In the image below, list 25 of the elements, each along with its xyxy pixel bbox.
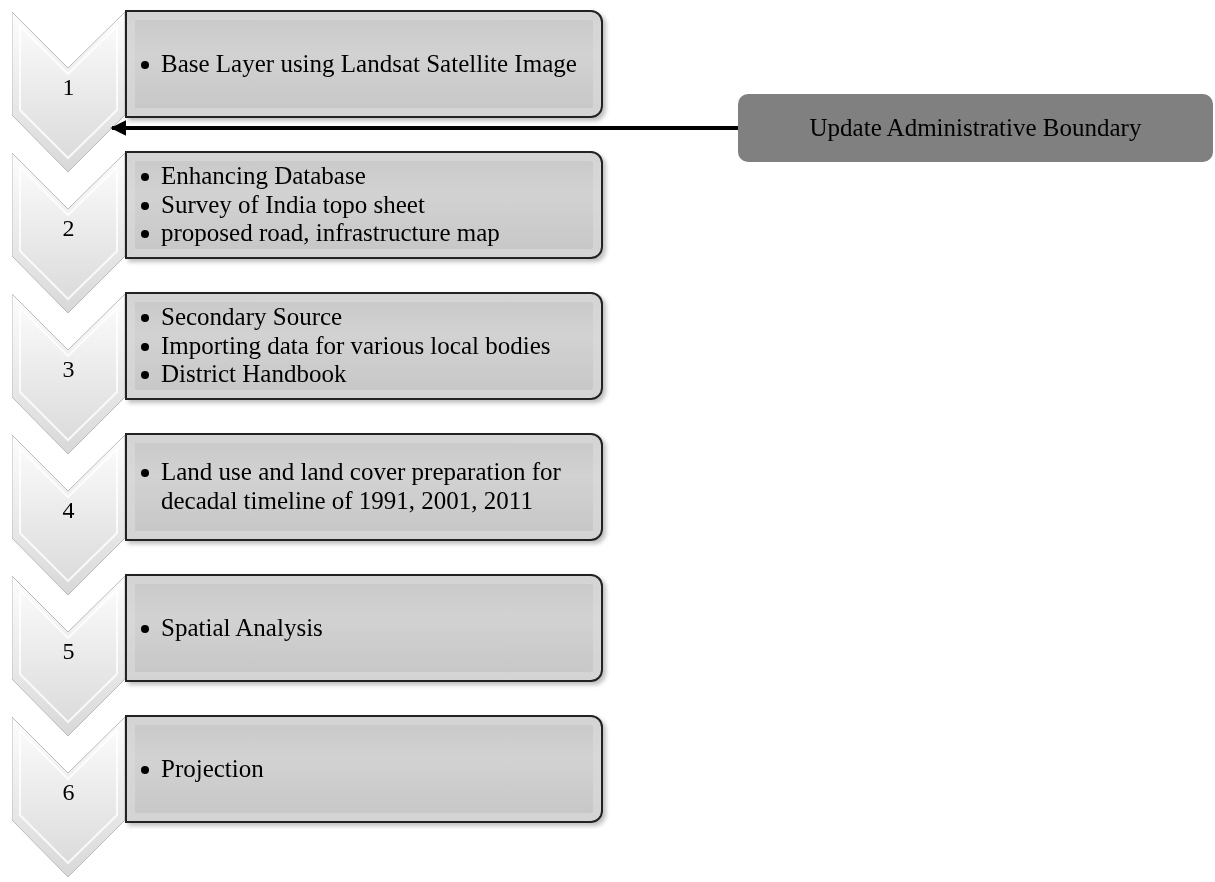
step-number: 3 xyxy=(61,356,76,383)
bullet-text: Survey of India topo sheet xyxy=(161,190,425,220)
chevron-shape xyxy=(12,12,125,172)
chevron-shape xyxy=(12,435,125,595)
bullet-text: Enhancing Database xyxy=(161,161,366,191)
step-number: 2 xyxy=(61,215,76,242)
bullet-text: Importing data for various local bodies xyxy=(161,331,551,361)
chevron-shape xyxy=(12,576,125,736)
bullet-text: Secondary Source xyxy=(161,302,343,332)
bullet-text: Projection xyxy=(161,754,264,784)
bullet-text: Spatial Analysis xyxy=(161,613,323,643)
step-number: 1 xyxy=(61,74,76,101)
arrow xyxy=(110,120,738,136)
step-number: 4 xyxy=(61,497,76,524)
step-number: 6 xyxy=(61,779,76,806)
step-number: 5 xyxy=(61,638,76,665)
box-text: Update Administrative Boundary xyxy=(809,114,1142,142)
chevron-shape xyxy=(12,717,125,877)
process-box xyxy=(738,94,1213,162)
bullet-text: proposed road, infrastructure map xyxy=(161,219,500,249)
chevron-shape xyxy=(12,294,125,454)
bullet-text: District Handbook xyxy=(161,360,347,390)
chevron-shape xyxy=(12,153,125,313)
bullet-text: Land use and land cover preparation for decadal timeline of 1991, 2001, 2011 xyxy=(161,458,562,516)
bullet-text: Base Layer using Landsat Satellite Image xyxy=(161,49,577,79)
